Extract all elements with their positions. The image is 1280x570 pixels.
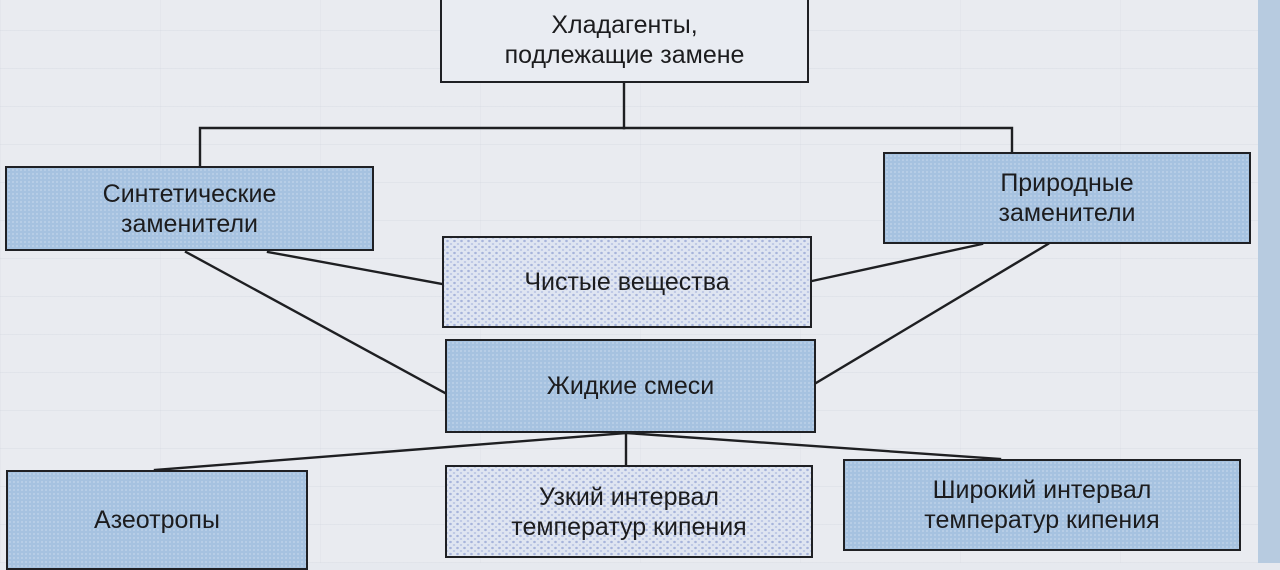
- node-label: Узкий интервал температур кипения: [511, 482, 747, 541]
- node-label: Природные заменители: [998, 169, 1136, 227]
- node-label: Хладагенты, подлежащие замене: [504, 11, 745, 69]
- edge-synthetic-pure: [266, 250, 444, 286]
- node-azeotropes: Азеотропы: [6, 470, 308, 570]
- node-pure-substances: Чистые вещества: [442, 236, 812, 328]
- node-synthetic-substitutes: Синтетические заменители: [5, 166, 374, 251]
- node-natural-substitutes: Природные заменители: [883, 152, 1251, 244]
- edge-synthetic-liquid: [184, 250, 447, 395]
- node-label: Азеотропы: [94, 506, 220, 534]
- node-label: Синтетические заменители: [102, 179, 277, 238]
- page-edge-strip: [1258, 0, 1280, 563]
- node-label: Жидкие смеси: [546, 372, 715, 400]
- edge-natural-liquid: [814, 242, 1050, 385]
- edge-liquid-wide: [624, 431, 1002, 461]
- edge-root-synthetic: [198, 126, 626, 168]
- edge-liquid-azeotropes: [153, 431, 628, 472]
- node-wide-boiling-range: Широкий интервал температур кипения: [843, 459, 1241, 551]
- edge-root-natural: [622, 126, 1014, 154]
- node-narrow-boiling-range: Узкий интервал температур кипения: [445, 465, 813, 558]
- edge-natural-pure: [810, 242, 984, 283]
- node-refrigerants-to-replace: Хладагенты, подлежащие замене: [440, 0, 809, 83]
- node-label: Чистые вещества: [524, 268, 730, 296]
- node-liquid-mixtures: Жидкие смеси: [445, 339, 816, 433]
- node-label: Широкий интервал температур кипения: [924, 476, 1160, 534]
